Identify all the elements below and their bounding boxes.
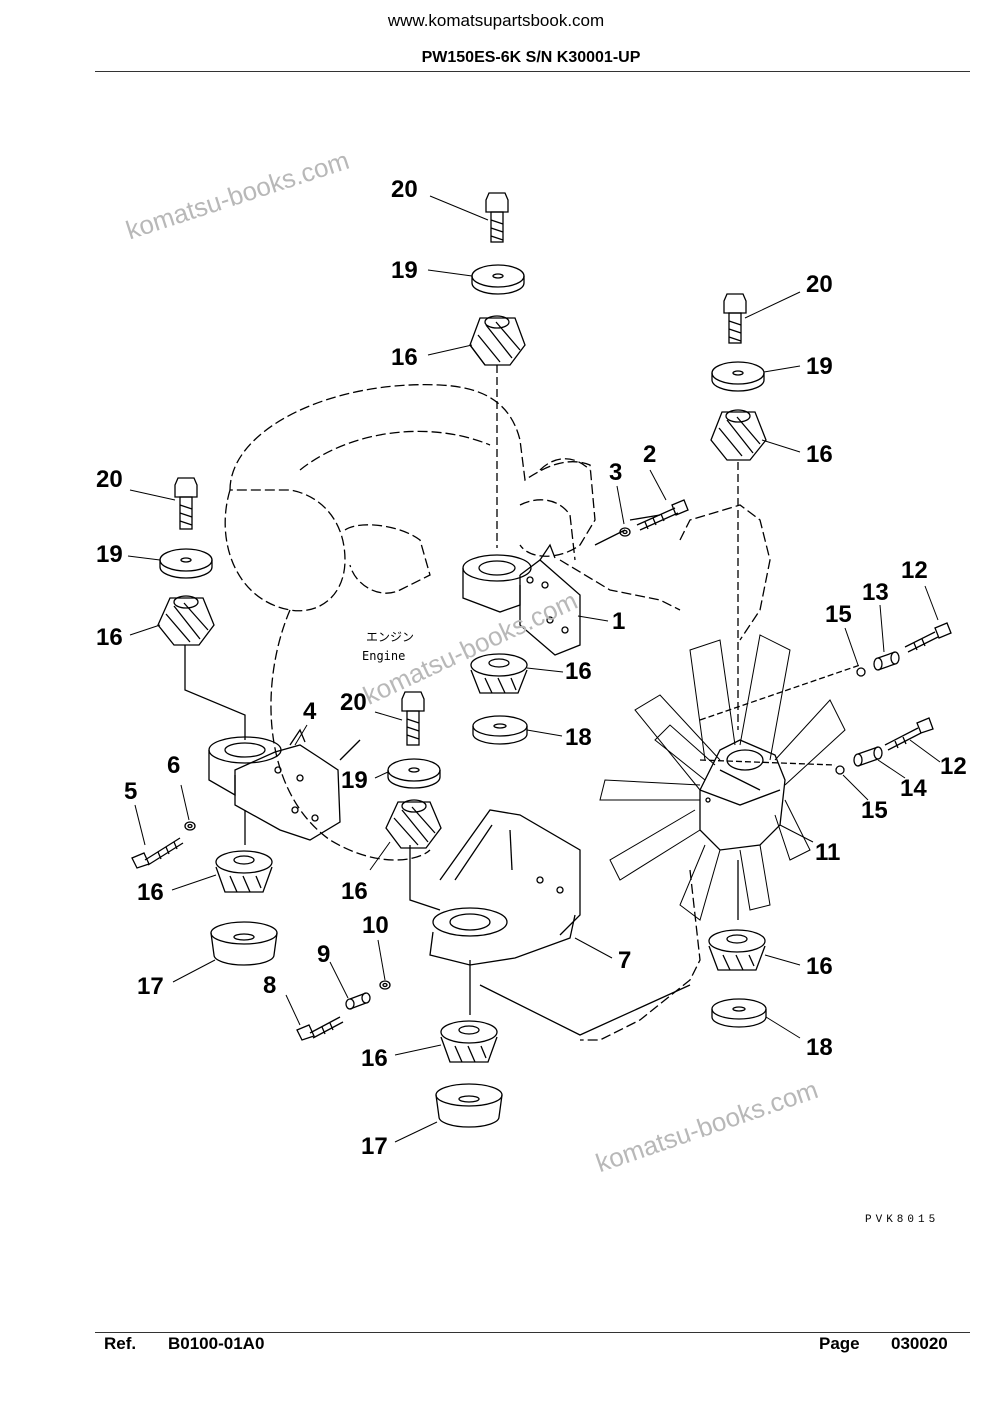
bracket-4 <box>208 728 341 841</box>
washer-19-top <box>471 264 525 295</box>
fan-blades <box>599 634 846 921</box>
cup-17-left <box>210 921 278 966</box>
callout-20: 20 <box>96 466 123 493</box>
callout-16: 16 <box>96 624 123 651</box>
collar-14 <box>853 746 883 767</box>
washer-3 <box>619 527 631 537</box>
callout-2: 2 <box>643 441 656 468</box>
header-divider <box>95 71 970 72</box>
cushion-16-center <box>470 653 528 694</box>
collar-13 <box>873 651 900 671</box>
washer-15-lower <box>835 765 845 775</box>
cushion-16-bottom <box>440 1020 498 1063</box>
washer-10 <box>379 980 391 990</box>
footer-ref-value: B0100-01A0 <box>168 1334 265 1353</box>
callout-10: 10 <box>362 912 389 939</box>
cushion-16-left-lower <box>215 850 273 893</box>
callout-8: 8 <box>263 972 276 999</box>
plate-18-center <box>472 715 528 745</box>
callout-14: 14 <box>900 775 927 802</box>
engine-label-en: Engine <box>362 649 405 663</box>
callout-17: 17 <box>137 973 164 1000</box>
page-title: PW150ES-6K S/N K30001-UP <box>421 49 641 66</box>
collar-9 <box>345 992 371 1010</box>
callout-5: 5 <box>124 778 137 805</box>
cushion-16-top <box>469 315 526 366</box>
callout-13: 13 <box>862 579 889 606</box>
footer-page-label: Page <box>819 1334 860 1353</box>
callout-20: 20 <box>340 689 367 716</box>
bolt-12-upper <box>904 622 952 653</box>
washer-19-left <box>159 548 213 579</box>
bolt-2 <box>636 499 689 531</box>
callout-16: 16 <box>361 1045 388 1072</box>
fan-bracket-11 <box>699 739 786 851</box>
footer-ref-label: Ref. <box>104 1334 137 1353</box>
washer-19-mid <box>387 758 441 789</box>
callout-16: 16 <box>391 344 418 371</box>
callout-16: 16 <box>137 879 164 906</box>
engine-outline <box>224 384 771 1041</box>
footer-page-value: 030020 <box>891 1334 948 1353</box>
washer-15-upper <box>856 667 866 677</box>
callout-18: 18 <box>565 724 592 751</box>
callout-18: 18 <box>806 1034 833 1061</box>
header-url[interactable]: www.komatsupartsbook.com <box>387 11 605 30</box>
callout-15: 15 <box>861 797 888 824</box>
leader-lines <box>184 365 861 1036</box>
callout-19: 19 <box>391 257 418 284</box>
cup-17-bottom <box>435 1083 503 1128</box>
bolt-20-top <box>485 192 509 243</box>
bolt-20-left <box>174 477 198 530</box>
callout-16: 16 <box>806 953 833 980</box>
callout-16: 16 <box>806 441 833 468</box>
callout-6: 6 <box>167 752 180 779</box>
washer-19-right <box>711 361 765 392</box>
callout-20: 20 <box>391 176 418 203</box>
callout-19: 19 <box>341 767 368 794</box>
engine-label-jp: エンジン <box>366 630 414 644</box>
bracket-1 <box>462 543 581 656</box>
bolt-8 <box>296 1016 344 1041</box>
plate-18-right <box>711 998 767 1028</box>
callout-20: 20 <box>806 271 833 298</box>
footer-divider <box>95 1332 970 1333</box>
callout-3: 3 <box>609 459 622 486</box>
callout-leaders <box>127 195 941 1143</box>
bolt-5 <box>131 837 184 869</box>
callout-9: 9 <box>317 941 330 968</box>
cushion-16-right <box>710 409 767 461</box>
callout-11: 11 <box>815 839 840 866</box>
callout-16: 16 <box>565 658 592 685</box>
callout-12: 12 <box>940 753 967 780</box>
callout-15: 15 <box>825 601 852 628</box>
callout-7: 7 <box>618 947 631 974</box>
callout-19: 19 <box>806 353 833 380</box>
cushion-16-right-lower <box>708 929 766 971</box>
bracket-7 <box>429 809 581 966</box>
callout-1: 1 <box>612 608 625 635</box>
callout-4: 4 <box>303 698 317 725</box>
callout-12: 12 <box>901 557 928 584</box>
callouts: 20 19 16 20 19 16 2 3 1 16 18 20 19 16 1… <box>96 176 967 1160</box>
bolt-12-lower <box>884 717 934 751</box>
drawing-reference: PVK8015 <box>865 1214 940 1226</box>
callout-16: 16 <box>341 878 368 905</box>
cushion-16-mid <box>385 799 442 849</box>
bolt-20-mid <box>401 691 425 746</box>
callout-17: 17 <box>361 1133 388 1160</box>
callout-19: 19 <box>96 541 123 568</box>
washer-6 <box>184 821 196 831</box>
cushion-16-left <box>157 595 215 646</box>
bolt-20-right <box>723 293 747 344</box>
